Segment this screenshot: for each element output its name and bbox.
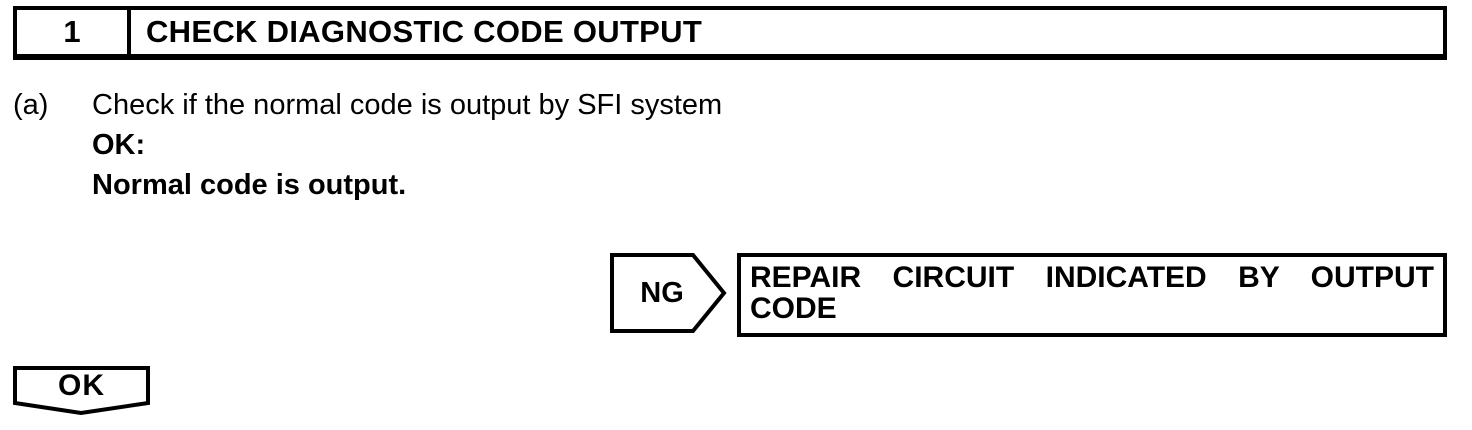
ng-arrow-icon bbox=[610, 253, 727, 333]
item-instruction: Check if the normal code is output by SF… bbox=[92, 89, 723, 121]
ok-banner-icon bbox=[13, 366, 150, 415]
procedure-text: (a) Check if the normal code is output b… bbox=[13, 85, 722, 205]
ng-action-box: REPAIR CIRCUIT INDICATED BY OUTPUT CODE bbox=[737, 253, 1447, 337]
ng-action-line-1: REPAIR CIRCUIT INDICATED BY OUTPUT bbox=[750, 261, 1434, 294]
ng-action-line-2: CODE bbox=[750, 292, 837, 325]
procedure-step-row: (a) Check if the normal code is output b… bbox=[13, 85, 722, 125]
item-label: (a) bbox=[13, 89, 49, 121]
ok-condition-statement: Normal code is output. bbox=[92, 169, 407, 201]
ng-label: NG bbox=[640, 276, 684, 309]
step-title: CHECK DIAGNOSTIC CODE OUTPUT bbox=[146, 14, 703, 49]
step-number: 1 bbox=[17, 10, 131, 54]
ok-condition-heading: OK: bbox=[92, 129, 146, 161]
ok-label: OK bbox=[58, 369, 105, 402]
step-header-box: 1 CHECK DIAGNOSTIC CODE OUTPUT bbox=[13, 6, 1447, 60]
